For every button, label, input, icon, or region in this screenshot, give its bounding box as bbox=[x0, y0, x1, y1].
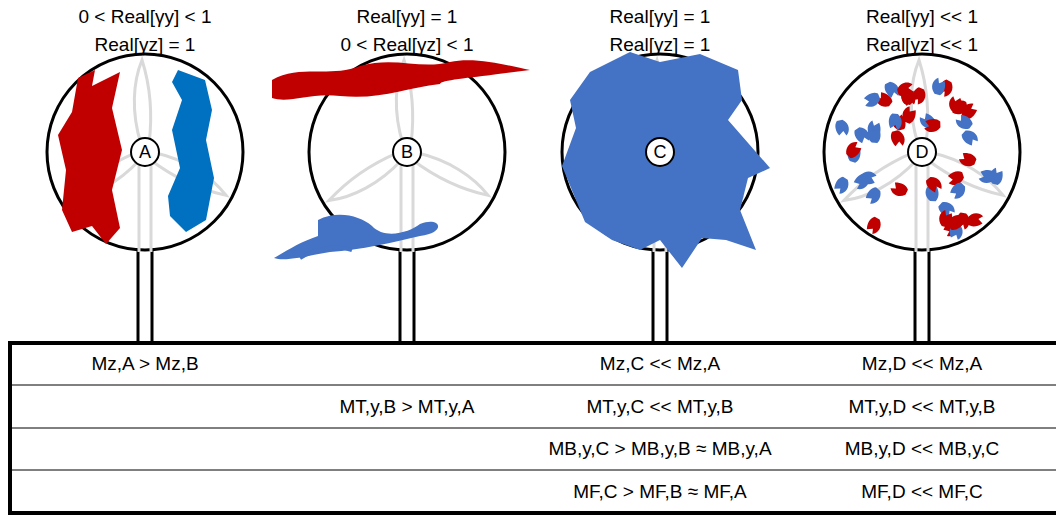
condition-label: Real[γy] = 1 bbox=[357, 7, 458, 28]
table-cell: MT,y,B > MT,y,A bbox=[340, 397, 475, 418]
rotor-letter: C bbox=[654, 143, 667, 161]
condition-label: Real[γy] = 1 bbox=[610, 7, 711, 28]
condition-label: Real[γz] = 1 bbox=[610, 35, 711, 56]
table-cell: MT,y,C << MT,y,B bbox=[586, 397, 733, 418]
rotor-letter: D bbox=[916, 143, 929, 161]
rotor-label-circle: D bbox=[907, 137, 937, 167]
table-cell: MT,y,D << MT,y,B bbox=[848, 397, 995, 418]
condition-label: Real[γz] << 1 bbox=[866, 35, 978, 56]
rotor-label-circle: B bbox=[392, 137, 422, 167]
table-cell: MF,D << MF,C bbox=[861, 482, 982, 503]
table-cell: Mz,A > Mz,B bbox=[91, 354, 198, 375]
condition-label: 0 < Real[γy] < 1 bbox=[78, 7, 211, 28]
rotor-letter: B bbox=[401, 143, 413, 161]
condition-label: 0 < Real[γz] < 1 bbox=[340, 35, 473, 56]
table-cell: MB,y,C > MB,y,B ≈ MB,y,A bbox=[548, 439, 771, 460]
condition-label: Real[γz] = 1 bbox=[95, 35, 196, 56]
rotor-label-circle: A bbox=[130, 137, 160, 167]
table-cell: MF,C > MF,B ≈ MF,A bbox=[573, 482, 747, 503]
table-cell: MB,y,D << MB,y,C bbox=[845, 439, 1000, 460]
table-cell: Mz,C << Mz,A bbox=[600, 354, 720, 375]
condition-label: Real[γy] << 1 bbox=[866, 7, 978, 28]
rotor-label-circle: C bbox=[645, 137, 675, 167]
table-cell: Mz,D << Mz,A bbox=[862, 354, 982, 375]
rotor-letter: A bbox=[139, 143, 151, 161]
